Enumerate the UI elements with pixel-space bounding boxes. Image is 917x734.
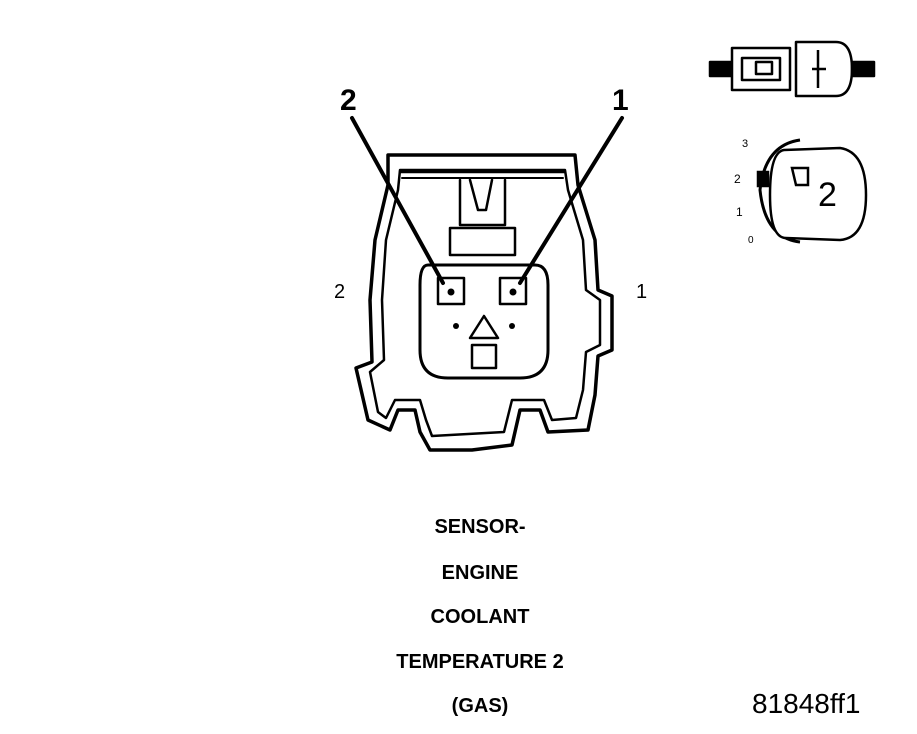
gauge-scale-0: 0 [748,235,754,246]
gauge-scale-2: 2 [734,172,741,186]
leader-line-pin1 [518,116,624,285]
side-label-right: 1 [636,281,648,303]
connector-pair-icon [708,40,876,98]
gauge-icon [756,138,868,244]
connector-housing-inner [368,168,602,438]
caption-line-5: (GAS) [451,695,509,717]
gauge-number: 2 [818,176,837,214]
figure-id: 81848ff1 [752,688,861,719]
leader-line-pin2 [350,116,445,285]
locking-latch [458,178,507,227]
caption-line-3: COOLANT [430,606,530,628]
connector-housing-outer [354,153,614,452]
gauge-scale-1: 1 [736,205,743,219]
caption-line-1: SENSOR- [434,516,526,538]
terminal-2 [436,276,466,306]
caption-line-2: ENGINE [441,562,519,584]
side-label-left: 2 [334,281,346,303]
gauge-scale-3: 3 [742,138,749,150]
terminal-cavity [418,263,550,380]
polarizer-key [468,314,500,340]
terminal-1 [498,276,528,306]
callout-pin-2: 2 [340,84,357,117]
callout-pin-1: 1 [612,84,629,117]
caption-line-4: TEMPERATURE 2 [396,651,564,673]
